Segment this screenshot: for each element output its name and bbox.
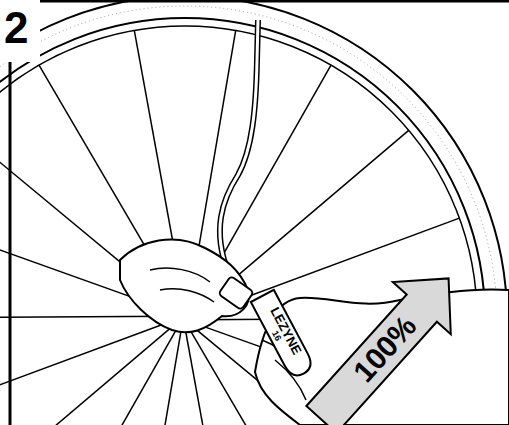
- valve-hose: [220, 20, 258, 272]
- spoke: [185, 330, 235, 425]
- spoke: [195, 130, 409, 311]
- valve-hose-inner: [220, 20, 258, 272]
- left-hand-fingers: [150, 268, 214, 302]
- step-number: 2: [4, 6, 28, 50]
- rotation-arrow: 100%: [300, 259, 470, 425]
- spoke: [134, 329, 181, 425]
- co2-cartridge: LEZYNE16: [245, 284, 318, 381]
- arrow-shape: [292, 252, 477, 425]
- spoke: [39, 327, 178, 425]
- spoke: [0, 320, 173, 417]
- cartridge-body: [251, 290, 315, 380]
- step-number-backdrop: [0, 0, 40, 62]
- inflator-head: [218, 276, 254, 310]
